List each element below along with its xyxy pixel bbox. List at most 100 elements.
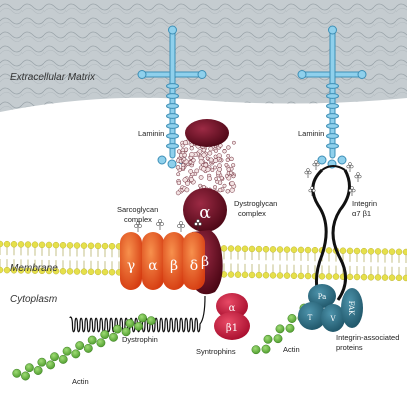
actin-monomer	[46, 360, 56, 370]
actin-monomer	[146, 316, 156, 326]
integrin-label-2: α7 β1	[352, 209, 371, 218]
actin-monomer	[75, 341, 85, 351]
integrin-assoc-pa: Pa	[318, 293, 327, 301]
actin-monomer	[121, 327, 131, 337]
lipid-head	[87, 242, 95, 250]
glycan-bead	[213, 165, 217, 170]
lipid-head	[325, 247, 333, 254]
lipid-head	[0, 266, 4, 274]
actin-monomer	[285, 323, 295, 333]
sarcoglycan-subunit	[120, 232, 142, 290]
lipid-head	[73, 268, 81, 275]
glycan-bead	[201, 147, 207, 153]
glycan-bead	[188, 169, 194, 174]
sarcoglycan-complex	[120, 232, 205, 290]
glycan-bead	[182, 152, 187, 158]
glycan-bead	[207, 150, 213, 156]
glycan-bead	[226, 145, 231, 150]
integrin-assoc-t: T	[308, 314, 313, 322]
lipid-head	[108, 242, 116, 250]
dystroglycan-alpha-letter: α	[199, 203, 211, 223]
cytoplasm-label: Cytoplasm	[10, 294, 57, 305]
glycan-bead	[175, 190, 181, 196]
glycan-bead	[181, 165, 186, 170]
syntrophin-beta1-letter: β1	[226, 323, 238, 334]
actin-monomer	[287, 314, 297, 323]
glycan-bead	[176, 180, 182, 186]
glycan-bead	[208, 157, 214, 163]
lipid-head	[283, 272, 291, 279]
lipid-head	[94, 242, 102, 250]
lipid-head	[108, 268, 116, 276]
membrane-label: Membrane	[10, 263, 58, 274]
actin-monomer	[62, 346, 72, 356]
lipid-head	[346, 273, 354, 281]
lipid-head	[290, 246, 298, 254]
lipid-head	[388, 274, 396, 281]
lipid-head	[353, 273, 361, 281]
sugar-chain	[177, 221, 185, 232]
lipid-head	[381, 274, 389, 281]
syntrophin-alpha-letter: α	[229, 303, 236, 314]
lipid-head	[24, 267, 32, 274]
sugar-chain	[348, 186, 356, 196]
glycan-bead	[188, 160, 193, 165]
sarcoglycan-subunit	[183, 232, 205, 290]
lipid-head	[227, 271, 235, 278]
lipid-head	[59, 267, 67, 275]
glycan-bead	[219, 175, 224, 181]
laminin-right-label: Laminin	[298, 129, 324, 138]
glycan-bead	[225, 157, 230, 162]
integrin-assoc-fak: FAK	[347, 301, 355, 316]
syntrophins-label: Syntrophins	[196, 347, 236, 356]
glycan-bead	[203, 162, 209, 168]
actin-monomer	[21, 371, 30, 381]
lipid-head	[94, 268, 102, 276]
lipid-head	[0, 240, 4, 248]
glycan-bead	[198, 175, 204, 180]
lipid-head	[262, 271, 270, 279]
glycan-bead	[213, 158, 219, 164]
lipid-head	[304, 272, 312, 280]
actin-monomer	[112, 324, 122, 334]
glycan-bead	[176, 172, 181, 177]
glycan-bead	[201, 152, 207, 158]
lipid-head	[3, 266, 11, 274]
sarcoglycan-glycans	[134, 219, 202, 232]
glycan-bead	[183, 140, 188, 146]
actin-monomer	[125, 319, 135, 328]
glycan-bead	[189, 146, 194, 151]
laminin-left-label: Laminin	[138, 129, 164, 138]
integrin-associated-proteins	[298, 284, 363, 332]
sarcoglycan-label-1: Sarcoglycan	[117, 205, 158, 214]
lipid-head	[87, 268, 95, 276]
actin-monomer	[12, 368, 22, 378]
glycan-bead	[191, 158, 196, 163]
lipid-head	[262, 245, 270, 253]
lipid-head	[3, 240, 11, 248]
actin-monomer	[71, 349, 81, 359]
lipid-head	[248, 245, 256, 253]
actin-monomer	[50, 352, 59, 362]
laminin-right	[297, 25, 367, 169]
syntrophins	[214, 293, 250, 340]
lipid-head	[290, 272, 298, 280]
lipid-head	[220, 245, 228, 252]
dystroglycan-label-2: complex	[238, 209, 266, 218]
glycan-bead	[201, 166, 207, 172]
lipid-head	[297, 246, 305, 254]
sugar-chain	[304, 168, 312, 178]
lipid-head	[10, 241, 18, 248]
actin-monomer	[275, 324, 285, 334]
glycan-bead	[226, 153, 231, 158]
glycan-bead	[213, 148, 218, 153]
glycan-bead	[217, 187, 223, 193]
actin-right-label: Actin	[283, 345, 300, 354]
lipid-head	[10, 267, 18, 274]
lipid-head	[269, 246, 277, 253]
glycan-bead	[224, 174, 229, 178]
integrin-glycans	[304, 160, 362, 196]
sarcoglycan-letter: γ	[127, 258, 135, 274]
extracellular-matrix-label: Extracellular Matrix	[10, 72, 96, 83]
laminin-left	[137, 25, 207, 169]
